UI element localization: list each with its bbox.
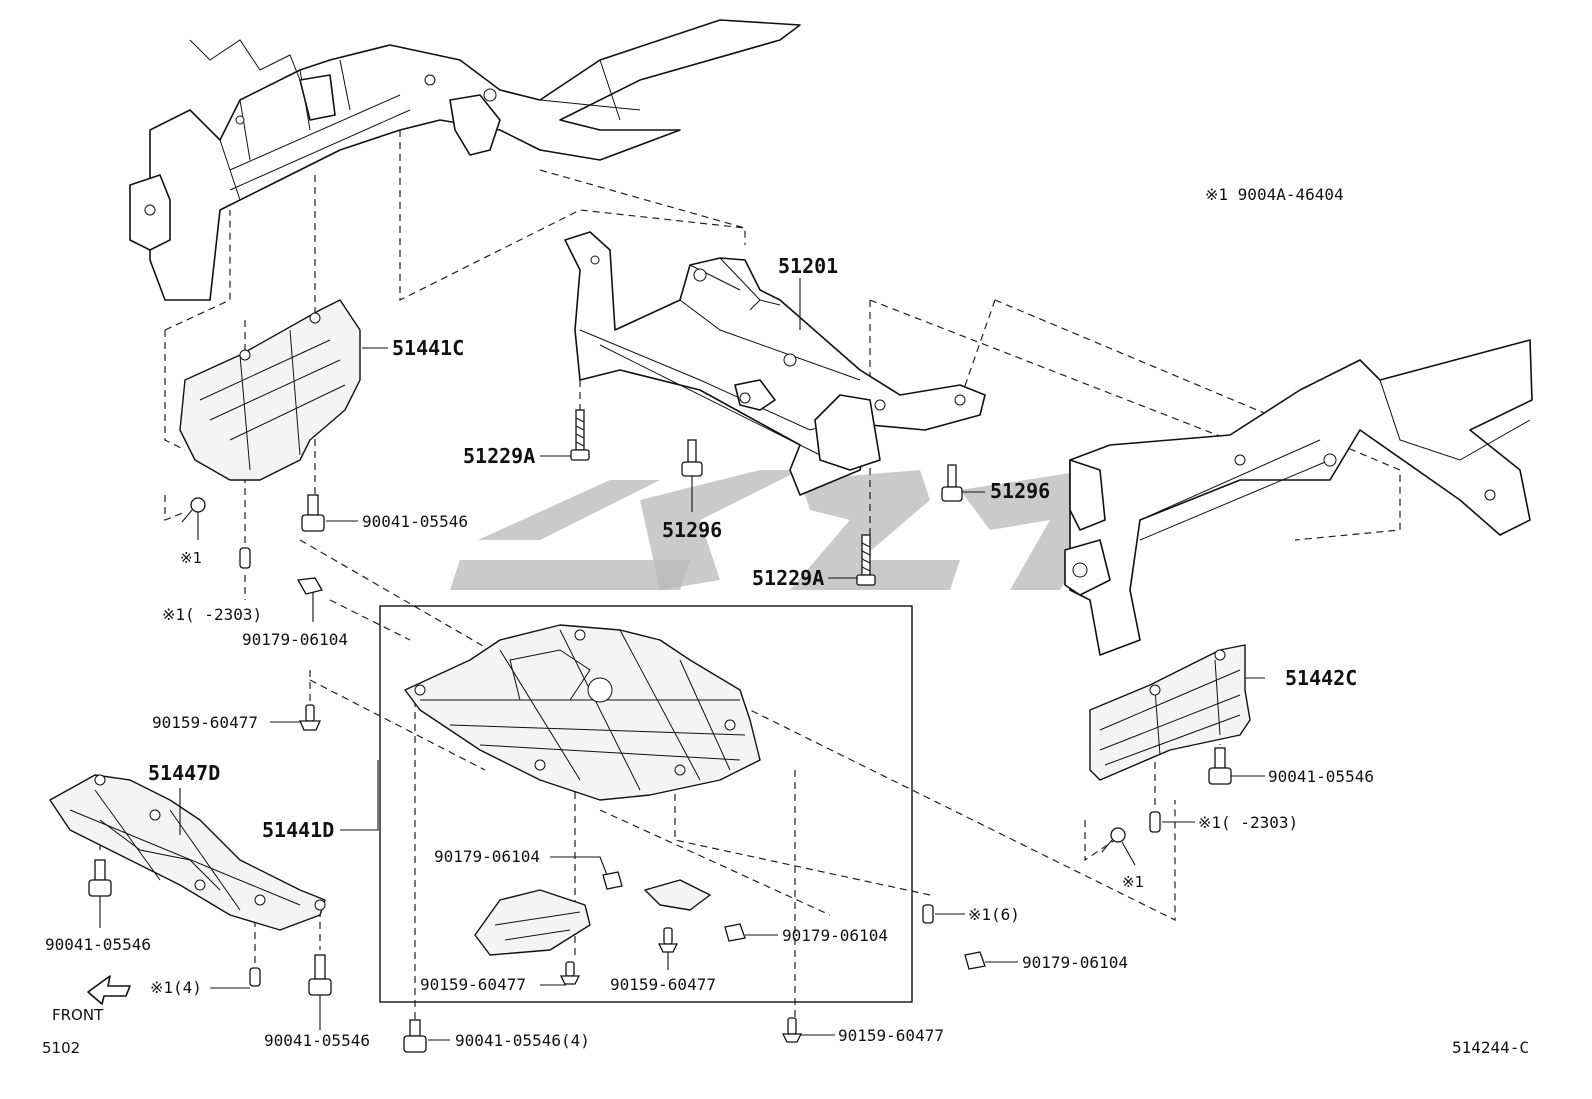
label-mark1-6[interactable]: ※1(6) bbox=[968, 905, 1020, 924]
clip-90159-left bbox=[298, 704, 322, 731]
label-mark1-right[interactable]: ※1 bbox=[1122, 873, 1144, 891]
label-mark1-2303-left[interactable]: ※1( -2303) bbox=[162, 605, 262, 624]
label-90041-4[interactable]: 90041-05546(4) bbox=[455, 1031, 590, 1050]
label-51447D[interactable]: 51447D bbox=[148, 761, 220, 785]
body-frame-right bbox=[1064, 339, 1533, 656]
bolt-51229A-bottom bbox=[856, 534, 876, 586]
label-90041-front-left[interactable]: 90041-05546 bbox=[45, 935, 151, 954]
fasteners bbox=[88, 409, 1232, 1053]
clip-mark1-right bbox=[1101, 827, 1126, 853]
cover-51442C bbox=[1089, 644, 1251, 781]
bolt-51296-left bbox=[681, 439, 703, 477]
bolt-90041-front-bottom bbox=[308, 954, 332, 996]
label-51201[interactable]: 51201 bbox=[778, 254, 838, 278]
clip-90159-center-mid bbox=[657, 927, 679, 953]
label-mark1-4[interactable]: ※1(4) bbox=[150, 978, 202, 997]
bolt-90041-4 bbox=[403, 1019, 427, 1053]
label-90179-right[interactable]: 90179-06104 bbox=[1022, 953, 1128, 972]
label-90159-bottom[interactable]: 90159-60477 bbox=[838, 1026, 944, 1045]
bolt-90041-left bbox=[301, 494, 325, 532]
label-mark1-left[interactable]: ※1 bbox=[180, 549, 202, 567]
labels: ※1 9004A-46404 51201 51441C 51442C 51441… bbox=[42, 185, 1529, 1057]
nut-90179-center-right bbox=[724, 923, 746, 942]
label-90041-right[interactable]: 90041-05546 bbox=[1268, 767, 1374, 786]
bolt-90041-right bbox=[1208, 747, 1232, 785]
label-90041-left[interactable]: 90041-05546 bbox=[362, 512, 468, 531]
body-frame-left bbox=[129, 19, 801, 301]
label-90159-center-left[interactable]: 90159-60477 bbox=[420, 975, 526, 994]
front-label: FRONT bbox=[52, 1006, 104, 1024]
label-51296-right[interactable]: 51296 bbox=[990, 479, 1050, 503]
cover-51441D-box bbox=[379, 605, 913, 1003]
assembly-lines bbox=[99, 130, 1401, 1020]
bolt-51229A-top bbox=[570, 409, 590, 461]
label-51442C[interactable]: 51442C bbox=[1285, 666, 1357, 690]
label-51441C[interactable]: 51441C bbox=[392, 336, 464, 360]
label-51441D[interactable]: 51441D bbox=[262, 818, 334, 842]
label-90159-left[interactable]: 90159-60477 bbox=[152, 713, 258, 732]
crossmember-51201 bbox=[564, 231, 986, 496]
page-code: 5102 bbox=[42, 1039, 80, 1057]
cover-51441C bbox=[179, 299, 361, 481]
label-51296-left[interactable]: 51296 bbox=[662, 518, 722, 542]
bolt-90041-front-left bbox=[88, 859, 112, 897]
nut-90179-right bbox=[964, 951, 986, 970]
clip-mark1-2303-right bbox=[1149, 811, 1161, 833]
clip-mark1-6 bbox=[922, 904, 934, 924]
label-51229A-top[interactable]: 51229A bbox=[463, 444, 535, 468]
clip-90159-bottom bbox=[781, 1017, 803, 1043]
label-mark1-2303-right[interactable]: ※1( -2303) bbox=[1198, 813, 1298, 832]
nut-90179-center-top bbox=[602, 871, 623, 890]
clip-90159-center-left bbox=[559, 961, 581, 985]
label-90041-front-bottom[interactable]: 90041-05546 bbox=[264, 1031, 370, 1050]
label-51229A-bottom[interactable]: 51229A bbox=[752, 566, 824, 590]
label-90179-center-top[interactable]: 90179-06104 bbox=[434, 847, 540, 866]
bolt-51296-right bbox=[941, 464, 963, 502]
diagram-code: 514244-C bbox=[1452, 1038, 1529, 1057]
label-90159-center-mid[interactable]: 90159-60477 bbox=[610, 975, 716, 994]
nut-90179-left bbox=[296, 577, 323, 595]
leader-lines bbox=[99, 278, 1265, 1041]
note-mark1: ※1 9004A-46404 bbox=[1205, 185, 1344, 204]
clip-mark1-4 bbox=[249, 967, 261, 987]
label-90179-left[interactable]: 90179-06104 bbox=[242, 630, 348, 649]
label-90179-center-right[interactable]: 90179-06104 bbox=[782, 926, 888, 945]
clip-mark1-2303-left bbox=[239, 547, 251, 569]
cover-51447D bbox=[49, 774, 326, 931]
clip-mark1-left bbox=[181, 497, 206, 523]
front-arrow-icon bbox=[87, 975, 131, 1005]
